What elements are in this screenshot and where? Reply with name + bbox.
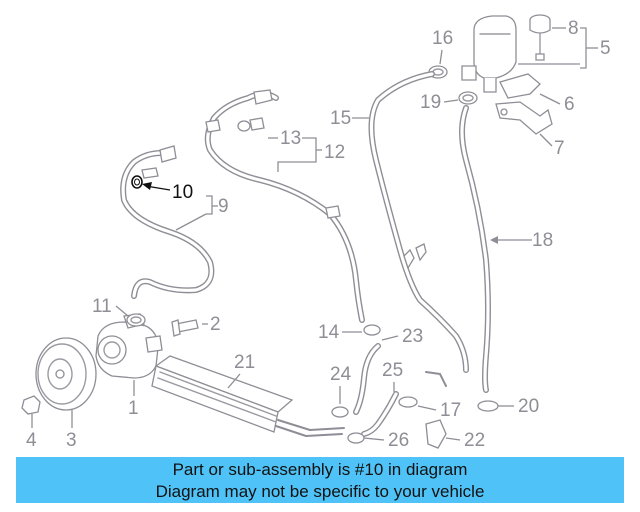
seal-ring-11 xyxy=(126,313,146,327)
fitting-13 xyxy=(237,117,265,132)
callout-25: 25 xyxy=(382,360,403,381)
callout-11: 11 xyxy=(92,296,112,317)
parts-diagram: 8 5 16 19 6 7 15 13 12 10 9 18 11 2 14 2… xyxy=(21,14,611,451)
clamp-26 xyxy=(347,432,365,444)
callout-15: 15 xyxy=(330,108,351,129)
hose-23 xyxy=(353,343,381,415)
reservoir-cap xyxy=(529,14,551,61)
callout-9: 9 xyxy=(218,196,229,217)
seal-ring-10 xyxy=(131,175,143,189)
callout-1: 1 xyxy=(128,398,139,419)
clamp-17 xyxy=(398,396,418,408)
callout-8: 8 xyxy=(568,18,579,39)
power-steering-pump xyxy=(95,313,163,379)
callout-5: 5 xyxy=(600,38,611,59)
caption-line-1: Part or sub-assembly is #10 in diagram xyxy=(172,460,468,479)
reservoir-assembly xyxy=(461,15,517,93)
callout-7: 7 xyxy=(554,138,565,159)
clamp-19 xyxy=(458,91,478,105)
caption-line-2: Diagram may not be specific to your vehi… xyxy=(155,482,485,501)
oil-cooler-21 xyxy=(151,355,345,437)
pulley-3 xyxy=(35,337,97,411)
callout-4: 4 xyxy=(26,430,37,451)
callout-18: 18 xyxy=(532,230,553,251)
mounting-bracket xyxy=(495,73,553,135)
hose-18 xyxy=(459,105,491,393)
callout-13: 13 xyxy=(280,128,301,149)
callout-17: 17 xyxy=(440,400,461,421)
hose-bend xyxy=(425,371,447,387)
callout-20: 20 xyxy=(518,396,539,417)
callout-14: 14 xyxy=(318,322,340,343)
clamp-24 xyxy=(331,406,349,418)
bolt-4 xyxy=(21,395,41,415)
hose-25 xyxy=(361,391,399,437)
callout-16: 16 xyxy=(432,28,453,49)
callout-12: 12 xyxy=(324,142,345,163)
callout-24: 24 xyxy=(330,364,352,385)
callout-23: 23 xyxy=(402,326,423,347)
callout-19: 19 xyxy=(420,92,441,113)
callout-10: 10 xyxy=(172,182,193,203)
return-hose-9 xyxy=(120,145,215,299)
caption-banner: Part or sub-assembly is #10 in diagram D… xyxy=(16,457,624,503)
pressure-line-12 xyxy=(204,89,365,323)
bracket-22 xyxy=(425,419,447,449)
clamp-14 xyxy=(363,324,381,336)
callout-22: 22 xyxy=(464,430,485,451)
callout-21: 21 xyxy=(234,352,255,373)
callout-2: 2 xyxy=(210,314,221,335)
cap-20 xyxy=(477,400,499,412)
callout-3: 3 xyxy=(66,430,77,451)
callout-6: 6 xyxy=(564,94,575,115)
hose-15 xyxy=(368,71,469,373)
callout-26: 26 xyxy=(388,430,409,451)
bolt-2 xyxy=(171,319,199,337)
